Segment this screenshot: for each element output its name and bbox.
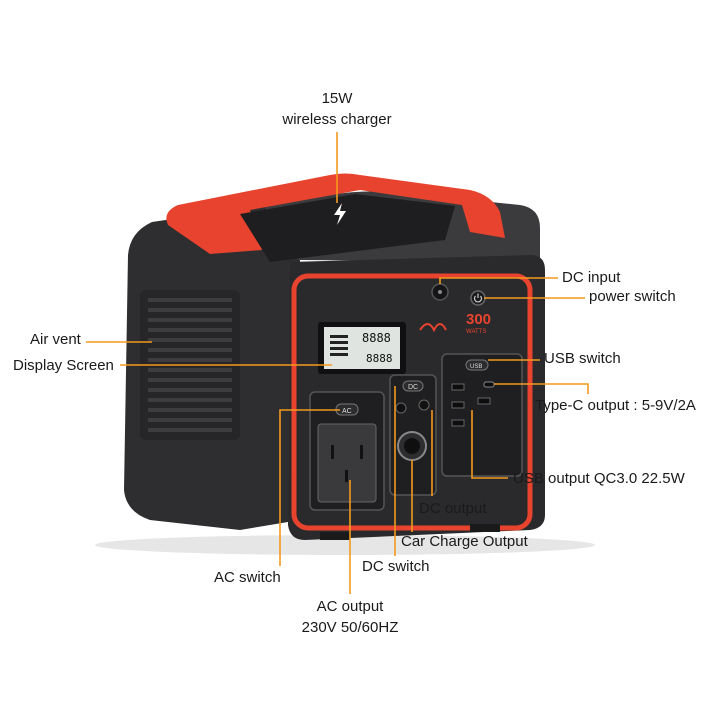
usb-a-port-1 [451,383,465,391]
lcd-battery-bars [330,335,348,356]
device-foot-right [470,524,500,532]
label-ac-switch: AC switch [214,569,281,586]
usb-a-port-3 [451,419,465,427]
leader-lines [86,132,589,594]
label-car-charge-output: Car Charge Output [401,533,528,550]
usb-panel [441,353,523,477]
label-usb-switch: USB switch [544,350,621,367]
lcd-top-digits: 8888 [362,331,391,345]
usb-a-port-4 [477,397,491,405]
capacity-value: 300 [466,311,491,328]
carry-handle [166,173,505,254]
dc-switch-button [402,380,424,392]
dc-switch-text: DC [408,384,418,391]
vent-slot [148,388,232,392]
vent-slot [148,348,232,352]
ground-shadow [95,535,595,555]
leader-usb-output [471,410,508,479]
usb-switch-text: USB [470,364,482,370]
vent-slot [148,408,232,412]
dc-input-pin [438,290,442,294]
brand-logo-icon [419,323,447,333]
usb-a-port-2 [451,401,465,409]
label-display-screen: Display Screen [13,357,114,374]
vent-slot [148,318,232,322]
leader-dc-input [439,277,558,284]
vent-slots [148,298,232,432]
label-dc-output: DC output [419,500,487,517]
label-air-vent: Air vent [30,331,81,348]
label-type-c-output: Type-C output : 5-9V/2A [535,397,696,414]
device-foot-left [320,532,350,540]
label-dc-switch: DC switch [362,558,430,575]
label-ac-output-spec: 230V 50/60HZ [301,619,399,636]
leader-ac-switch [279,409,340,566]
charging-bolt-icon [334,203,346,225]
vent-slot [148,328,232,332]
vent-slot [148,378,232,382]
label-ac-output: AC output [316,598,384,615]
type-c-port [483,381,495,388]
label-wireless-power: 15W [321,90,353,107]
power-icon [473,293,483,303]
capacity-unit: WATTS [466,329,486,335]
wireless-charging-pad [240,194,455,262]
ac-socket-holes [331,445,363,482]
vent-slot [148,428,232,432]
label-power-switch: power switch [589,288,676,305]
leader-type-c [494,383,589,394]
vent-slot [148,418,232,422]
ac-socket [317,423,377,503]
lcd-bottom-digits: 8888 [366,352,393,365]
usb-switch-button [465,359,489,371]
label-usb-output: USB output QC3.0 22.5W [513,470,685,487]
vent-slot [148,398,232,402]
label-dc-input: DC input [562,269,621,286]
car-charge-socket-inner [404,438,420,454]
ac-switch-text: AC [342,408,352,415]
vent-slot [148,368,232,372]
vent-slot [148,358,232,362]
vent-slot [148,308,232,312]
vent-slot [148,338,232,342]
vent-slot [148,298,232,302]
label-wireless-name: wireless charger [282,111,392,128]
dc-output-port-2 [418,399,430,411]
dc-output-port-1 [395,402,407,414]
